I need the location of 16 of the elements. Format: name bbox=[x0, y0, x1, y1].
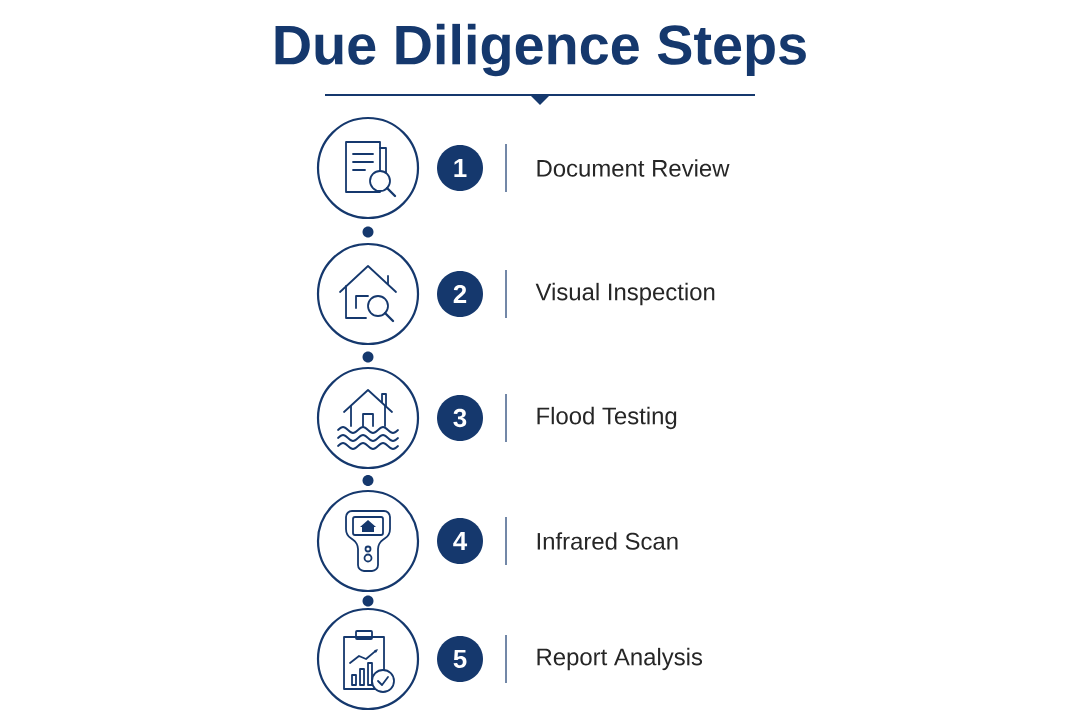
number-badge: 2 bbox=[437, 271, 483, 317]
icon-circle bbox=[316, 607, 420, 711]
step-label: Flood Testing bbox=[537, 406, 677, 430]
title: Due Diligence Steps bbox=[275, 23, 806, 77]
number-badge: 5 bbox=[437, 636, 483, 682]
icon-circle bbox=[316, 242, 420, 346]
icon-circle bbox=[316, 489, 420, 593]
number-badge: 4 bbox=[437, 518, 483, 564]
step-label: Report Analysis bbox=[537, 647, 703, 671]
number-badge: 3 bbox=[437, 395, 483, 441]
step-label: Visual Inspection bbox=[535, 282, 715, 306]
step-label: Infrared Scan bbox=[537, 532, 678, 550]
icon-circle bbox=[316, 366, 420, 470]
number-badge: 1 bbox=[437, 145, 483, 191]
icon-circle bbox=[316, 116, 420, 220]
step-label: Document Review bbox=[537, 159, 730, 177]
